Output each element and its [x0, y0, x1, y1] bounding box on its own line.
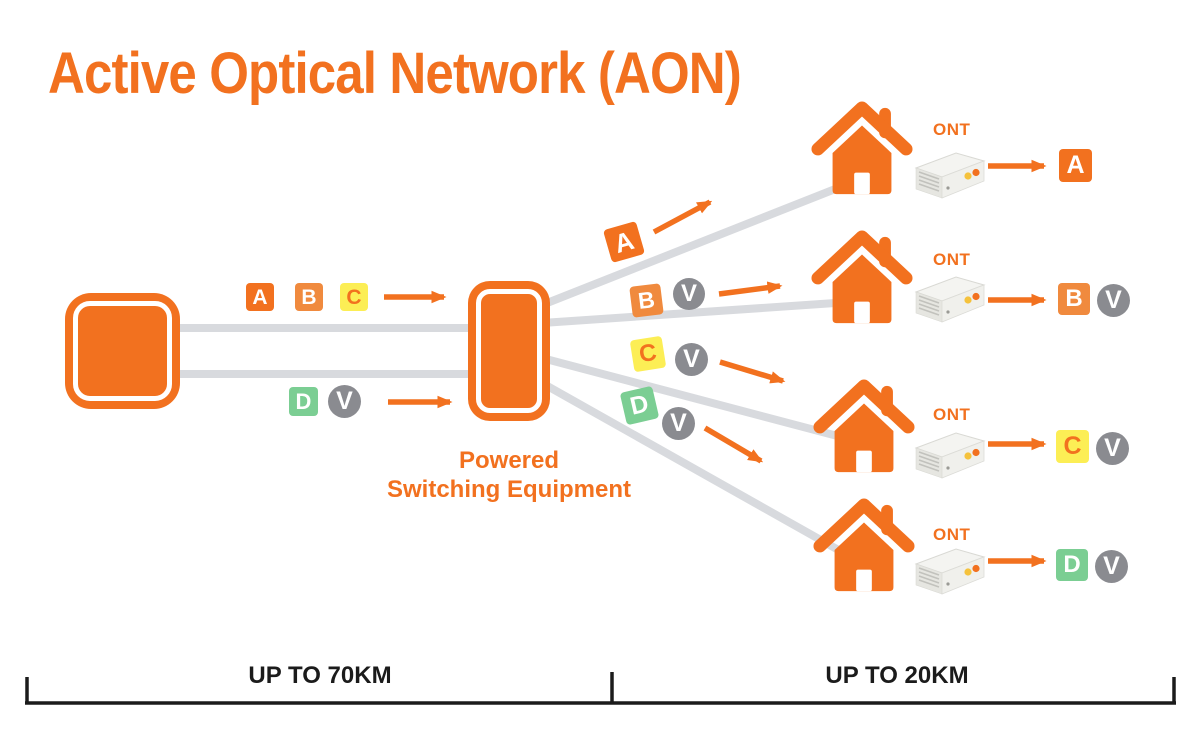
signal-chip-b: B — [295, 283, 323, 311]
source-node-outline — [73, 301, 172, 401]
arrow — [719, 359, 786, 384]
fan-chip-v2: V — [675, 343, 708, 376]
page-title: Active Optical Network (AON) — [48, 41, 742, 106]
fan-chip-v3: V — [662, 407, 695, 440]
arrow — [703, 425, 764, 464]
signal-chip-a: A — [246, 283, 274, 311]
ont-device-icon — [910, 272, 988, 326]
output-chip-v2: V — [1096, 432, 1129, 465]
output-chip-c: C — [1056, 430, 1089, 463]
house-icon — [811, 99, 913, 203]
powered-switch-label: Powered Switching Equipment — [387, 447, 631, 504]
output-chip-b: B — [1058, 283, 1090, 315]
powered-switch-node — [468, 281, 550, 421]
arrow — [718, 281, 783, 297]
output-chip-v3: V — [1095, 550, 1128, 583]
fiber-line — [538, 379, 846, 556]
signal-chip-d: D — [289, 387, 318, 416]
powered-switch-outline — [476, 289, 542, 413]
fiber-line — [538, 354, 849, 442]
source-node — [65, 293, 180, 409]
ont-label: ONT — [933, 250, 971, 269]
signal-chip-c: C — [340, 283, 368, 311]
distance-label-right: UP TO 20KM — [825, 662, 969, 689]
house-icon — [813, 496, 915, 600]
ont-label: ONT — [933, 525, 971, 544]
ont-device-icon — [910, 544, 988, 598]
fan-chip-c: C — [629, 335, 667, 373]
output-chip-a: A — [1059, 149, 1092, 182]
ont-label: ONT — [933, 405, 971, 424]
ont-label: ONT — [933, 120, 971, 139]
output-chip-v1: V — [1097, 284, 1130, 317]
distance-label-left: UP TO 70KM — [248, 662, 392, 689]
house-icon — [811, 228, 913, 332]
fiber-line — [538, 176, 862, 309]
fan-chip-v1: V — [673, 278, 705, 310]
house-icon — [813, 377, 915, 481]
ont-device-icon — [910, 428, 988, 482]
signal-chip-v: V — [328, 385, 361, 418]
fan-chip-b: B — [629, 283, 664, 318]
output-chip-d: D — [1056, 549, 1088, 581]
fiber-line — [538, 298, 854, 327]
arrow — [652, 199, 713, 235]
ont-device-icon — [910, 148, 988, 202]
